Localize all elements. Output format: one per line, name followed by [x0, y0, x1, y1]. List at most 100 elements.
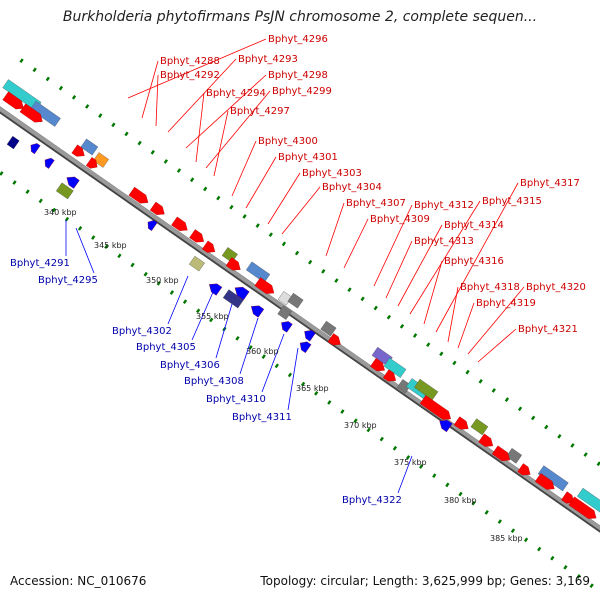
gene-arrow[interactable]: [437, 417, 453, 433]
gene-label-forward[interactable]: Bphyt_4296: [268, 34, 328, 45]
gene-arrow[interactable]: [225, 257, 243, 273]
gene-feature[interactable]: [71, 144, 88, 160]
gene-arrow[interactable]: [202, 240, 218, 256]
gene-arrow[interactable]: [128, 186, 151, 207]
gene-feature[interactable]: [28, 141, 41, 155]
gene-box[interactable]: [414, 378, 439, 401]
gene-arrow[interactable]: [370, 358, 387, 374]
gene-box[interactable]: [222, 289, 244, 309]
gene-feature[interactable]: [171, 216, 190, 234]
gene-box[interactable]: [30, 100, 61, 127]
gene-label-forward[interactable]: Bphyt_4314: [444, 220, 504, 231]
gene-feature[interactable]: [128, 186, 151, 207]
gene-feature[interactable]: [202, 240, 218, 256]
gene-label-forward[interactable]: Bphyt_4294: [206, 88, 266, 99]
gene-arrow[interactable]: [302, 327, 316, 342]
gene-feature[interactable]: [419, 395, 454, 423]
gene-label-forward[interactable]: Bphyt_4319: [476, 298, 536, 309]
gene-arrow[interactable]: [568, 496, 599, 522]
gene-arrow[interactable]: [478, 433, 496, 450]
gene-label-forward[interactable]: Bphyt_4292: [160, 70, 220, 81]
gene-label-forward[interactable]: Bphyt_4321: [518, 324, 578, 335]
gene-feature[interactable]: [327, 333, 344, 348]
gene-feature[interactable]: [92, 152, 109, 168]
gene-label-reverse[interactable]: Bphyt_4302: [112, 326, 172, 337]
gene-box[interactable]: [320, 320, 337, 337]
gene-feature[interactable]: [245, 261, 271, 283]
gene-arrow[interactable]: [19, 103, 45, 126]
gene-feature[interactable]: [517, 463, 534, 479]
gene-arrow[interactable]: [254, 277, 277, 297]
gene-label-forward[interactable]: Bphyt_4304: [322, 182, 382, 193]
gene-label-forward[interactable]: Bphyt_4318: [460, 282, 520, 293]
gene-arrow[interactable]: [279, 319, 293, 333]
gene-label-forward[interactable]: Bphyt_4316: [444, 256, 504, 267]
gene-arrow[interactable]: [71, 144, 88, 160]
gene-label-reverse[interactable]: Bphyt_4308: [184, 376, 244, 387]
gene-box[interactable]: [92, 152, 109, 168]
gene-feature[interactable]: [382, 369, 399, 385]
gene-arrow[interactable]: [171, 216, 190, 234]
gene-feature[interactable]: [470, 418, 489, 436]
gene-box[interactable]: [470, 418, 489, 436]
gene-label-forward[interactable]: Bphyt_4312: [414, 200, 474, 211]
gene-label-forward[interactable]: Bphyt_4300: [258, 136, 318, 147]
gene-label-reverse[interactable]: Bphyt_4310: [206, 394, 266, 405]
gene-feature[interactable]: [453, 416, 471, 433]
gene-feature[interactable]: [320, 320, 337, 337]
gene-label-forward[interactable]: Bphyt_4307: [346, 198, 406, 209]
gene-box[interactable]: [277, 305, 292, 320]
gene-feature[interactable]: [491, 445, 512, 465]
gene-label-reverse[interactable]: Bphyt_4322: [342, 495, 402, 506]
gene-feature[interactable]: [254, 277, 277, 297]
gene-feature[interactable]: [6, 135, 20, 150]
gene-arrow[interactable]: [327, 333, 344, 348]
gene-feature[interactable]: [19, 103, 45, 126]
gene-feature[interactable]: [2, 91, 27, 113]
gene-label-forward[interactable]: Bphyt_4315: [482, 196, 542, 207]
gene-arrow[interactable]: [28, 141, 41, 155]
gene-feature[interactable]: [534, 473, 557, 493]
gene-feature[interactable]: [149, 201, 167, 218]
gene-label-forward[interactable]: Bphyt_4298: [268, 70, 328, 81]
gene-label-forward[interactable]: Bphyt_4293: [238, 54, 298, 65]
gene-feature[interactable]: [279, 319, 293, 333]
gene-box[interactable]: [6, 135, 20, 150]
gene-feature[interactable]: [189, 229, 206, 245]
gene-feature[interactable]: [30, 100, 61, 127]
gene-box[interactable]: [287, 292, 304, 309]
gene-label-forward[interactable]: Bphyt_4309: [370, 214, 430, 225]
gene-box[interactable]: [506, 448, 523, 464]
gene-feature[interactable]: [64, 173, 80, 189]
gene-arrow[interactable]: [453, 416, 471, 433]
gene-feature[interactable]: [287, 292, 304, 309]
gene-feature[interactable]: [80, 138, 99, 156]
gene-feature[interactable]: [188, 255, 205, 272]
gene-label-forward[interactable]: Bphyt_4297: [230, 106, 290, 117]
gene-feature[interactable]: [568, 496, 599, 522]
gene-box[interactable]: [80, 138, 99, 156]
gene-arrow[interactable]: [419, 395, 454, 423]
gene-feature[interactable]: [302, 327, 316, 342]
gene-arrow[interactable]: [206, 280, 223, 296]
gene-feature[interactable]: [297, 339, 312, 354]
gene-arrow[interactable]: [149, 201, 167, 218]
gene-feature[interactable]: [248, 302, 265, 318]
gene-feature[interactable]: [55, 182, 74, 200]
gene-label-reverse[interactable]: Bphyt_4311: [232, 412, 292, 423]
gene-feature[interactable]: [206, 280, 223, 296]
gene-feature[interactable]: [396, 379, 412, 394]
gene-box[interactable]: [245, 261, 271, 283]
gene-feature[interactable]: [414, 378, 439, 401]
gene-arrow[interactable]: [517, 463, 534, 479]
gene-label-forward[interactable]: Bphyt_4288: [160, 56, 220, 67]
gene-arrow[interactable]: [64, 173, 80, 189]
gene-arrow[interactable]: [297, 339, 312, 354]
gene-arrow[interactable]: [2, 91, 27, 113]
gene-label-reverse[interactable]: Bphyt_4291: [10, 258, 70, 269]
gene-arrow[interactable]: [189, 229, 206, 245]
gene-feature[interactable]: [225, 257, 243, 273]
gene-feature[interactable]: [232, 284, 250, 301]
gene-label-forward[interactable]: Bphyt_4317: [520, 178, 580, 189]
gene-arrow[interactable]: [232, 284, 250, 301]
